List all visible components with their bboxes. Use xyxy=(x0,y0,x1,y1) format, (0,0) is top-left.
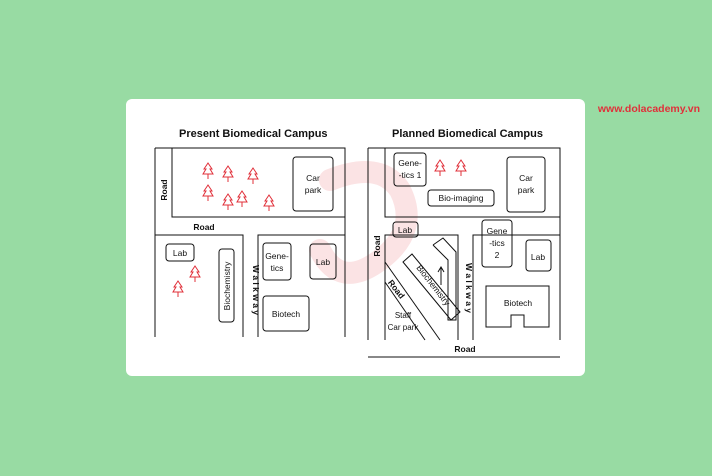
planned-genetics-2-label-1: Gene xyxy=(487,226,508,236)
planned-car-park xyxy=(506,156,546,213)
tree-icon xyxy=(455,159,467,176)
planned-biochemistry xyxy=(402,253,461,321)
planned-genetics-2-label-2: -tics xyxy=(489,238,505,248)
present-biotech-label: Biotech xyxy=(272,309,301,319)
present-road-vertical-label: Road xyxy=(159,179,169,200)
present-trees xyxy=(172,162,275,297)
planned-right-block xyxy=(472,234,560,340)
planned-lab-top-label: Lab xyxy=(398,225,412,235)
present-labels: Road Road Car park Lab Biochemistry W a … xyxy=(159,173,330,319)
present-walkway-label: W a l k w a y xyxy=(251,265,261,315)
planned-road-bottom-label: Road xyxy=(454,344,475,354)
present-car-park-label-2: park xyxy=(305,185,322,195)
planned-map xyxy=(367,147,561,358)
present-biotech xyxy=(262,295,310,332)
planned-lab-right xyxy=(525,239,552,272)
tree-icon xyxy=(222,165,234,182)
tree-icon xyxy=(189,265,201,282)
planned-right-border xyxy=(368,147,561,340)
tree-icon xyxy=(263,194,275,211)
present-biochemistry xyxy=(218,248,235,323)
planned-bio-imaging-label: Bio-imaging xyxy=(439,193,484,203)
present-road-horizontal-label: Road xyxy=(193,222,214,232)
planned-top-block xyxy=(384,148,560,218)
planned-staff-car-park-label: Car park xyxy=(388,323,420,332)
planned-road-diagonal-label: Road xyxy=(386,278,407,301)
present-top-block xyxy=(171,148,345,218)
planned-trees xyxy=(434,159,467,176)
map-card xyxy=(126,99,585,376)
present-lab-right xyxy=(309,243,337,280)
present-lab-right-label: Lab xyxy=(316,257,330,267)
planned-diagonal-road-edge-1 xyxy=(384,261,441,341)
present-car-park xyxy=(292,156,334,212)
present-right-border xyxy=(155,147,346,337)
planned-diagonal-road-edge-2 xyxy=(384,281,426,341)
planned-genetics-1-label-1: Gene- xyxy=(398,158,422,168)
present-car-park-label-1: Car xyxy=(306,173,320,183)
planned-genetics-1 xyxy=(393,152,427,187)
tree-icon xyxy=(434,159,446,176)
present-map-title: Present Biomedical Campus xyxy=(179,128,328,140)
planned-staff-label: Staff xyxy=(395,311,412,320)
tree-icon xyxy=(236,190,248,207)
planned-left-block xyxy=(384,234,459,340)
planned-car-park-label-2: park xyxy=(518,185,535,195)
present-genetics xyxy=(262,242,292,281)
planned-lab-right-label: Lab xyxy=(531,252,545,262)
tree-icon xyxy=(202,184,214,201)
present-genetics-label-2: tics xyxy=(271,263,284,273)
present-genetics-label-1: Gene- xyxy=(265,251,289,261)
planned-genetics-1-label-2: -tics 1 xyxy=(399,170,422,180)
present-lab-left xyxy=(165,243,195,262)
present-map xyxy=(154,147,346,337)
planned-biochemistry-label: Biochemistry xyxy=(414,263,452,308)
present-lab-left-label: Lab xyxy=(173,248,187,258)
planned-genetics-2 xyxy=(481,219,513,268)
present-biochemistry-label: Biochemistry xyxy=(222,261,232,310)
planned-arrow-icon xyxy=(437,266,445,285)
tree-icon xyxy=(172,280,184,297)
present-left-block xyxy=(155,234,244,337)
planned-walkway-label: W a l k w a y xyxy=(464,263,474,313)
tree-icon xyxy=(247,167,259,184)
planned-biotech xyxy=(485,285,550,328)
planned-road-vertical-label: Road xyxy=(372,235,382,256)
watermark-logo: www.dolacademy.vn xyxy=(597,103,700,115)
planned-car-park-label-1: Car xyxy=(519,173,533,183)
planned-bio-imaging xyxy=(427,189,495,207)
planned-biotech-label: Biotech xyxy=(504,298,533,308)
present-right-block xyxy=(257,234,345,337)
planned-arrow-block xyxy=(432,237,457,321)
planned-map-title: Planned Biomedical Campus xyxy=(392,128,543,140)
tree-icon xyxy=(222,193,234,210)
tree-icon xyxy=(202,162,214,179)
planned-lab-top xyxy=(392,221,419,238)
planned-genetics-2-label-3: 2 xyxy=(495,250,500,260)
